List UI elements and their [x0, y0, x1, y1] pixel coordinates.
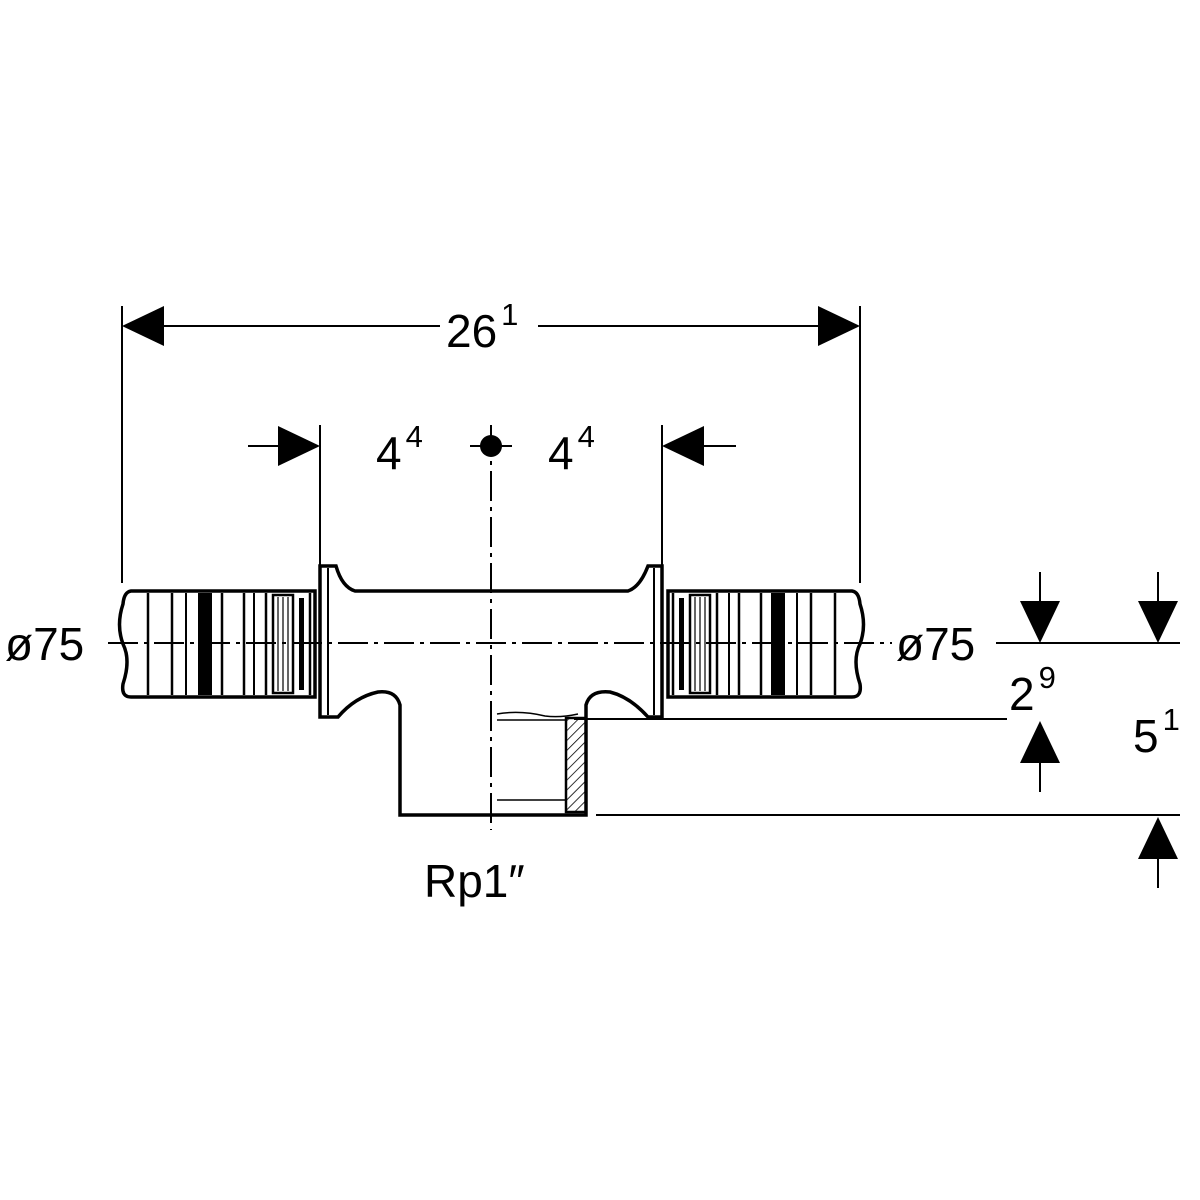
- branch-outlet-thread: [496, 711, 588, 814]
- total-height-arrow-top: [1138, 601, 1178, 643]
- overall-length-dimension: [121, 306, 861, 583]
- pipe-diameter-right: ø75: [896, 618, 975, 670]
- tee-body: [318, 564, 664, 817]
- insertion-depth-dimension-right: [661, 425, 736, 566]
- branch-thread-label: Rp1″: [424, 855, 525, 907]
- insertion-depth-dimension-left: [248, 425, 321, 566]
- arrow-left: [122, 306, 164, 346]
- arrow-right: [818, 306, 860, 346]
- branch-offset-arrow-bottom: [1020, 721, 1060, 763]
- center-lines: [108, 425, 892, 830]
- total-height-arrow-bottom: [1138, 817, 1178, 859]
- pipe-diameter-left: ø75: [5, 618, 84, 670]
- vertical-dimension-lines: [574, 572, 1180, 888]
- branch-offset-arrow-top: [1020, 601, 1060, 643]
